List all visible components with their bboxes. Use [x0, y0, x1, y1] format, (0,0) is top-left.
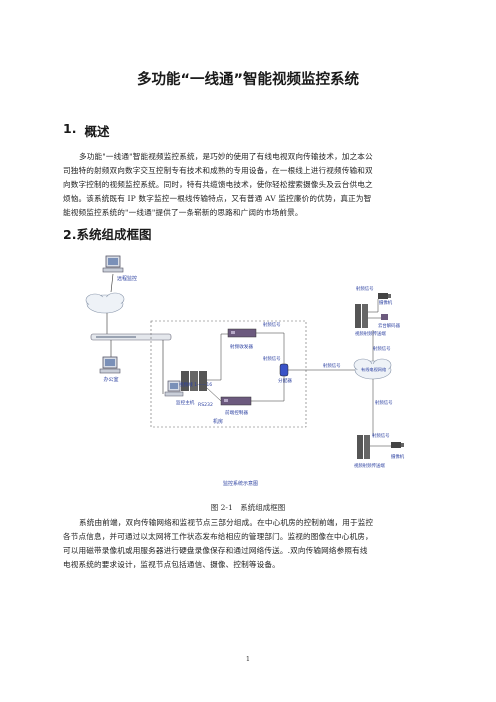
- camera-top-label: 摄像机: [379, 299, 393, 306]
- paragraph-line: 能视频监控系统的"一线通"提供了一条崭新的思路和广阔的市场前景。: [63, 208, 303, 217]
- section-1-title: 概述: [84, 124, 110, 139]
- paragraph-line: 烦恼。该系统既有 IP 数字监控一根线传输特点，又有普通 AV 监控廉价的优势，…: [63, 194, 372, 203]
- section-2-title: 2.系统组成框图: [63, 227, 152, 242]
- camera-bottom-label: 摄像机: [391, 453, 405, 460]
- figure-caption: 图 2-1 系统组成框图: [210, 503, 286, 512]
- paragraph-line: 司独特的射频双向数字交互控制专有技术和成熟的专用设备，在一根线上进行视频传输和双: [63, 166, 373, 175]
- room-label: 机房: [213, 418, 223, 425]
- rf-signal-label-3: 射频信号: [323, 362, 341, 369]
- cable-network-label: 有线电视网络: [361, 366, 387, 373]
- remote-monitor-label: 远程监控: [117, 275, 137, 282]
- splitter-icon: [279, 363, 289, 377]
- page-title: 多功能“一线通”智能视频监控系统: [136, 72, 360, 88]
- page-number: 1: [245, 655, 251, 663]
- diagram-inner-caption: 监控系统示意图: [223, 480, 258, 487]
- rf-signal-label-7: 射频信号: [372, 432, 390, 439]
- paragraph-line: 电视系统的要求设计，监视节点包括通信、摄像、控制等设备。: [63, 560, 280, 569]
- front-end-control-label: 前端控制器: [225, 409, 248, 416]
- monitor-host-pc-icon: [164, 380, 184, 397]
- remote-monitor-pc-icon: [102, 255, 124, 273]
- splitter-label: 分配器: [278, 377, 292, 384]
- composition-paragraph: 系统由前端，双向传输网络和监视节点三部分组成。在中心机房的控制前端，用于监控 各…: [63, 516, 436, 572]
- video-sender-bottom-device-icon: [357, 435, 370, 459]
- overview-paragraph: 多功能"一线通"智能视频监控系统，是巧妙的使用了有线电视双向传输技术，加之本公 …: [63, 150, 436, 220]
- rf-signal-label-5: 射频信号: [373, 345, 391, 352]
- system-diagram: 远程监控 办公室 机房 监控主机 视频线 1——16 RS232: [85, 255, 405, 487]
- paragraph-line: 向数字控制的视频监控系统。同时，特有共缆馈电技术，使你轻松搜索摄像头及云台供电之: [63, 180, 373, 189]
- paragraph-line: 可以用磁带录像机或用服务器进行硬盘录像保存和通过网络传送。.双向传输网络参照有线: [63, 546, 368, 555]
- office-pc-icon: [99, 356, 121, 374]
- cable-network-cloud-icon: [353, 358, 392, 380]
- server-rack-icon: [181, 371, 207, 391]
- paragraph-line: 系统由前端，双向传输网络和监视节点三部分组成。在中心机房的控制前端，用于监控: [79, 518, 374, 527]
- network-hub-icon: [90, 333, 172, 341]
- rf-signal-label: 射频信号: [263, 321, 281, 328]
- video-sender-top-label: 视频射频传送端: [355, 330, 386, 337]
- pan-tilt-decoder-icon: [381, 314, 388, 320]
- camera-top-icon: [378, 293, 391, 299]
- section-1-heading: 1. 概述: [63, 121, 109, 140]
- internet-cloud-icon: [85, 292, 125, 314]
- rs232-label: RS232: [198, 402, 213, 408]
- section-2-heading: 2.系统组成框图: [63, 224, 151, 243]
- rf-signal-label-4: 射频信号: [356, 285, 374, 292]
- monitor-host-label: 监控主机: [176, 399, 195, 406]
- office-label: 办公室: [103, 376, 118, 383]
- video-sender-top-device-icon: [355, 304, 368, 328]
- rf-signal-label-2: 射频信号: [263, 355, 281, 362]
- paragraph-line: 多功能"一线通"智能视频监控系统，是巧妙的使用了有线电视双向传输技术，加之本公: [79, 152, 373, 161]
- video-cable-label: 视频线 1——16: [179, 381, 212, 388]
- rf-signal-label-6: 射频信号: [375, 399, 393, 406]
- camera-bottom-icon: [391, 442, 404, 448]
- rf-transceiver-device-icon: [227, 328, 257, 338]
- section-1-number: 1.: [63, 121, 77, 136]
- paragraph-line: 各节点信息，并可通过以太网将工作状态发布给相应的管理部门。监视的图像在中心机房，: [63, 532, 373, 541]
- front-end-control-device-icon: [220, 396, 252, 406]
- machine-room-boundary: [150, 320, 307, 428]
- pan-tilt-decoder-label: 云台解码器: [378, 322, 401, 329]
- video-sender-bottom-label: 视频射频传送端: [354, 462, 385, 469]
- rf-transceiver-label: 射频收发器: [230, 343, 253, 350]
